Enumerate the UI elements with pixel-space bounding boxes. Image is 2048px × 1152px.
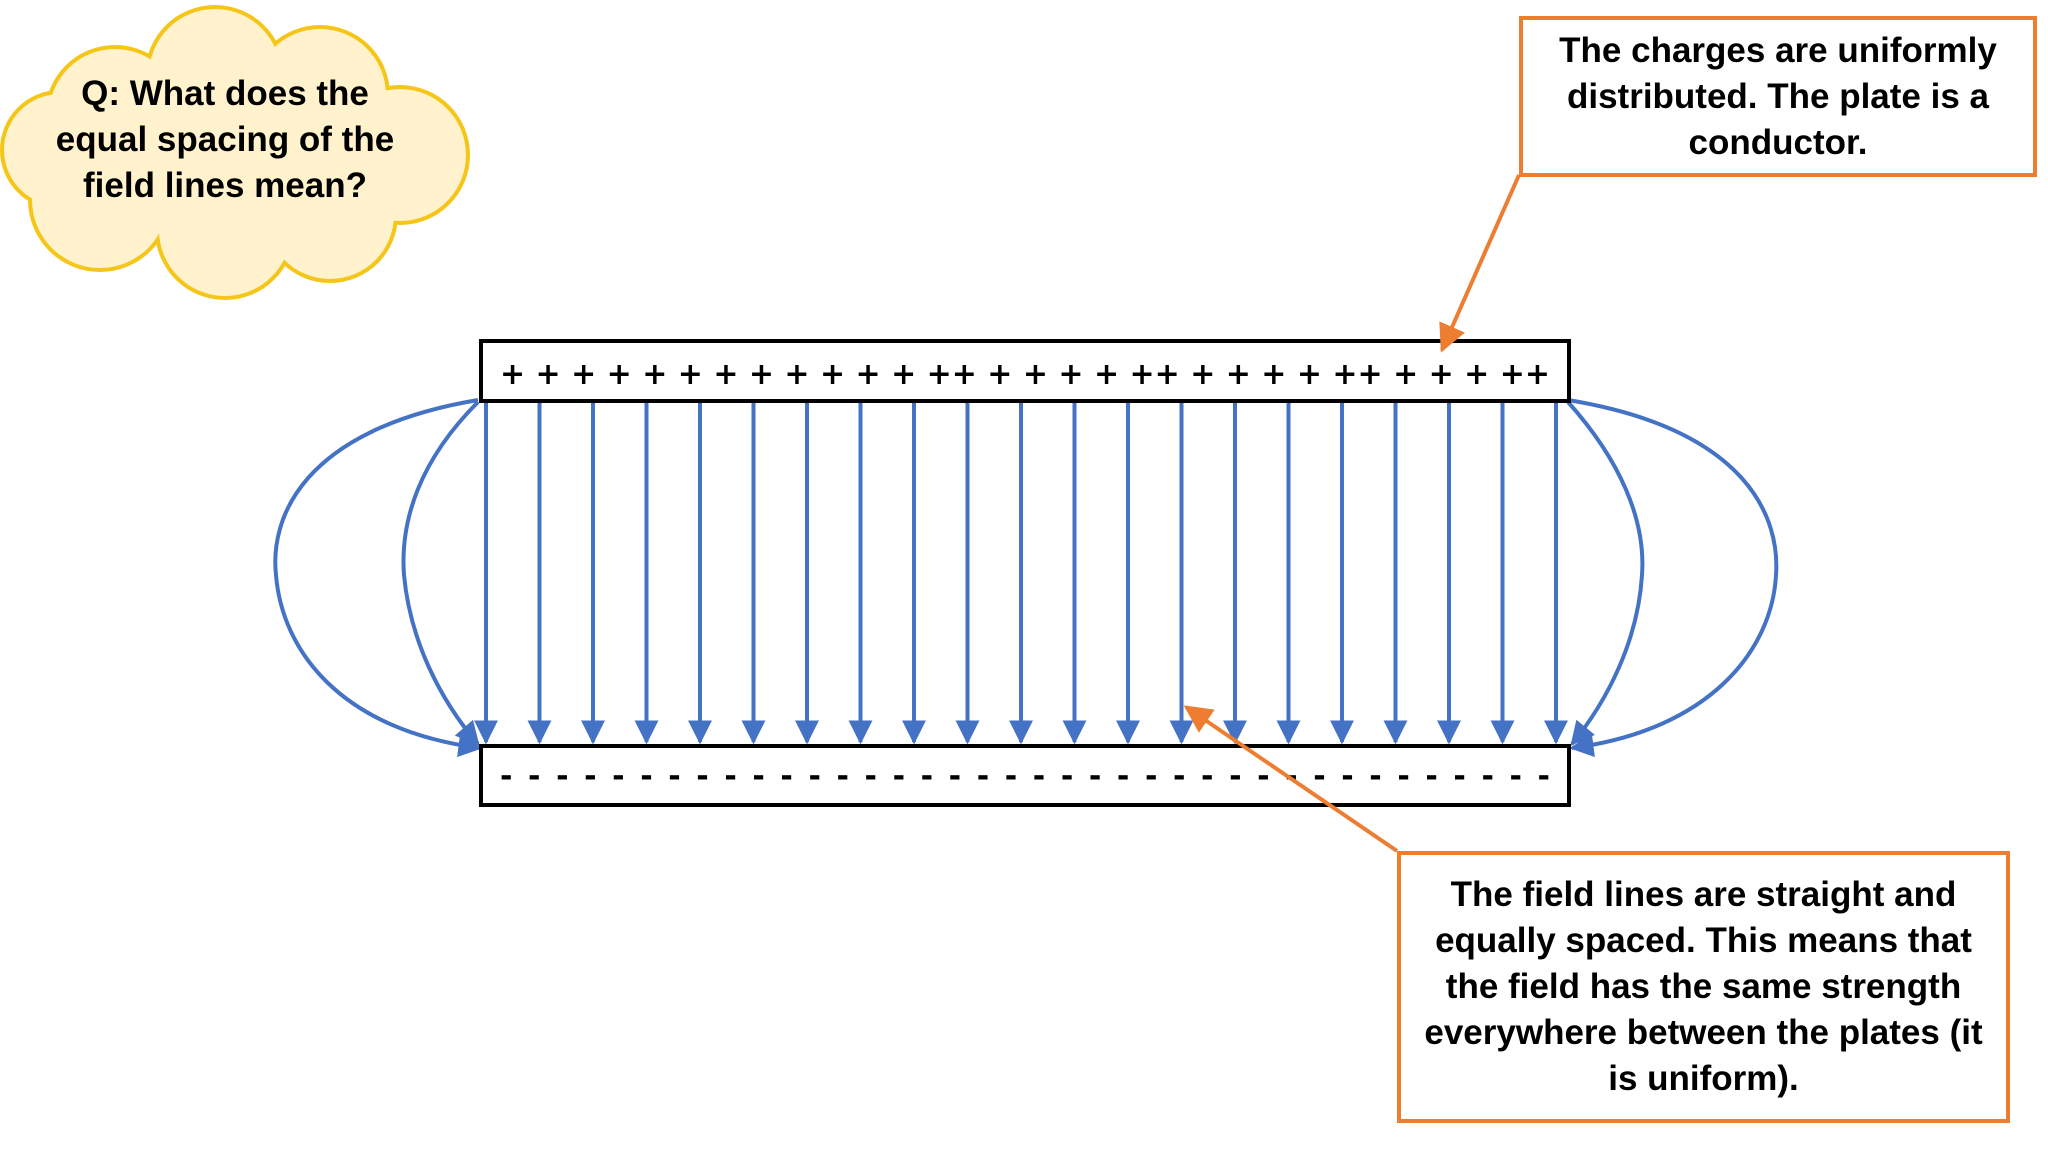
straight-field-lines — [474, 403, 1568, 745]
thought-cloud-icon — [0, 5, 470, 300]
top-plate-charges: + + + + + + + + + + + + ++ + + + + ++ + … — [500, 357, 1550, 392]
fringe-line-right-inner — [1566, 400, 1645, 746]
top-plate: + + + + + + + + + + + + ++ + + + + ++ + … — [479, 339, 1571, 403]
cloud-question-text: Q: What does the equal spacing of the fi… — [55, 74, 395, 205]
callout-charges-distribution: The charges are uniformly distributed. T… — [1519, 16, 2037, 177]
fringe-line-left-inner — [401, 400, 480, 746]
fringe-field-lines — [273, 398, 1779, 758]
bottom-plate-charges: - - - - - - - - - - - - - - - - - - - - … — [500, 759, 1550, 794]
arrow-to-field-line — [1183, 705, 1399, 853]
callout-field-uniform: The field lines are straight and equally… — [1397, 851, 2010, 1123]
fringe-line-left-outer — [273, 398, 483, 758]
arrow-to-top-plate — [1439, 174, 1521, 353]
bottom-plate: - - - - - - - - - - - - - - - - - - - - … — [479, 744, 1571, 807]
fringe-line-right-outer — [1567, 398, 1779, 758]
